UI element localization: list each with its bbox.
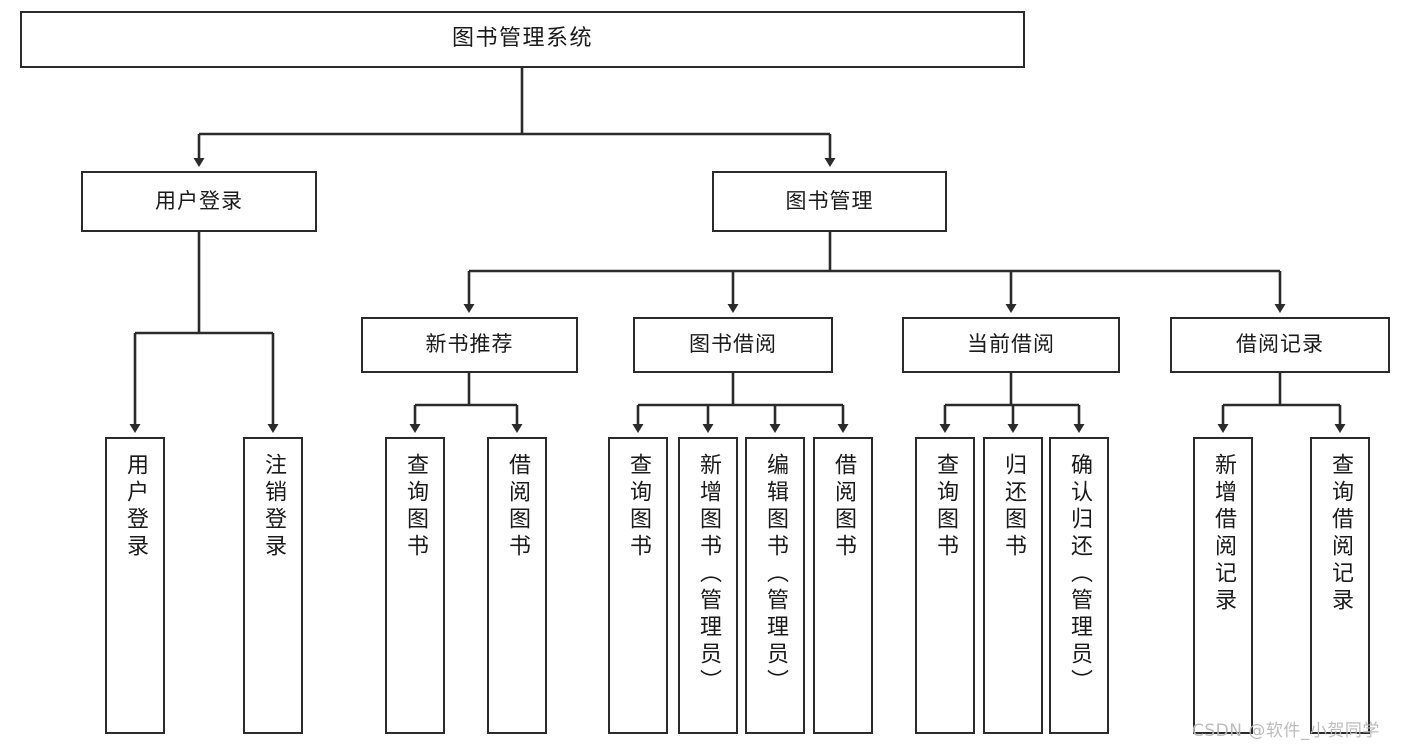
leaf-confirm-return-admin-label: 确认归还（管理员） [1067,453,1092,696]
leaf-borrow-book-1-label: 借阅图书 [505,453,530,561]
leaf-borrow-book-2[interactable]: 借阅图书 [813,437,873,734]
leaf-borrow-book-2-label: 借阅图书 [831,453,856,561]
leaf-edit-book-admin[interactable]: 编辑图书（管理员） [745,437,805,734]
leaf-add-borrow-record[interactable]: 新增借阅记录 [1193,437,1253,734]
leaf-borrow-book-1[interactable]: 借阅图书 [487,437,547,734]
node-borrow-record[interactable]: 借阅记录 [1170,317,1390,373]
leaf-query-borrow-record-label: 查询借阅记录 [1328,453,1353,615]
leaf-query-borrow-record[interactable]: 查询借阅记录 [1310,437,1370,734]
leaf-add-book-admin[interactable]: 新增图书（管理员） [678,437,738,734]
leaf-logout[interactable]: 注销登录 [243,437,303,734]
node-new-book-recommend-label: 新书推荐 [425,332,514,357]
leaf-return-book[interactable]: 归还图书 [983,437,1043,734]
leaf-query-book-3[interactable]: 查询图书 [915,437,975,734]
leaf-confirm-return-admin[interactable]: 确认归还（管理员） [1049,437,1109,734]
node-borrow-record-label: 借阅记录 [1236,332,1324,357]
leaf-query-book-1-label: 查询图书 [403,453,428,561]
csdn-watermark: CSDN @软件_小贺同学 [1192,721,1380,741]
leaf-user-login-label: 用户登录 [123,453,148,561]
node-new-book-recommend[interactable]: 新书推荐 [361,317,578,373]
leaf-user-login[interactable]: 用户登录 [105,437,165,734]
leaf-add-book-admin-label: 新增图书（管理员） [696,453,721,696]
node-book-borrow-label: 图书借阅 [689,332,777,357]
node-user-login-label: 用户登录 [155,188,243,213]
leaf-query-book-1[interactable]: 查询图书 [385,437,445,734]
node-user-login[interactable]: 用户登录 [81,171,317,232]
leaf-edit-book-admin-label: 编辑图书（管理员） [763,453,788,696]
node-current-borrow-label: 当前借阅 [967,332,1055,357]
leaf-return-book-label: 归还图书 [1001,453,1026,561]
node-root[interactable]: 图书管理系统 [20,11,1025,68]
node-book-management[interactable]: 图书管理 [712,171,947,232]
node-book-management-label: 图书管理 [785,188,874,213]
leaf-add-borrow-record-label: 新增借阅记录 [1211,453,1236,615]
leaf-query-book-2-label: 查询图书 [626,453,651,561]
node-current-borrow[interactable]: 当前借阅 [902,317,1120,373]
leaf-query-book-2[interactable]: 查询图书 [608,437,668,734]
leaf-query-book-3-label: 查询图书 [933,453,958,561]
leaf-logout-label: 注销登录 [261,453,286,561]
node-root-label: 图书管理系统 [451,26,593,52]
node-book-borrow[interactable]: 图书借阅 [633,317,833,373]
